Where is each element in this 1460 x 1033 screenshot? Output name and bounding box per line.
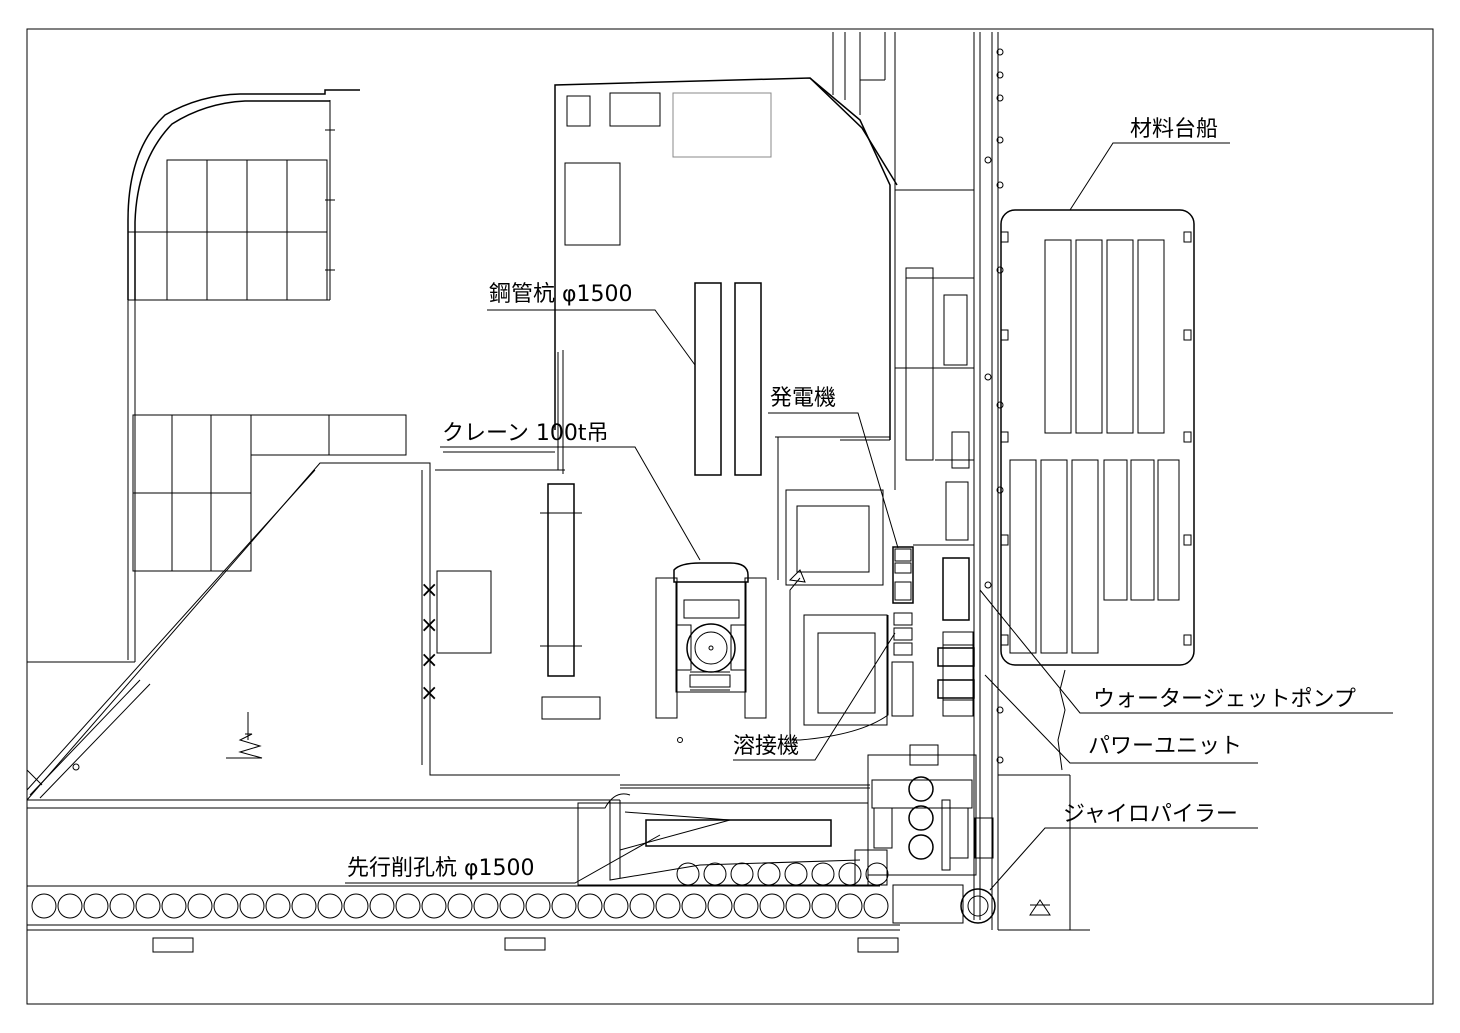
crane: [655, 562, 767, 719]
label-power-unit: パワーユニット: [1088, 734, 1242, 759]
upper-left-parking-area: [27, 89, 407, 663]
label-crane: クレーン 100t吊: [442, 421, 609, 446]
svg-text:×: ×: [420, 681, 438, 706]
label-gyro-piler: ジャイロパイラー: [1063, 802, 1238, 827]
central-site-area: [435, 77, 898, 720]
svg-text:×: ×: [420, 648, 438, 673]
label-welder: 溶接機: [733, 734, 799, 759]
svg-text:×: ×: [420, 578, 438, 603]
label-steel-pile: 鋼管杭 φ1500: [489, 282, 633, 307]
label-pre-bored-pile: 先行削孔杭 φ1500: [347, 856, 535, 881]
leader-lines: [345, 142, 1393, 891]
right-road-strip: [832, 32, 999, 930]
material-barge: [996, 48, 1195, 771]
gyro-piler-area: [854, 744, 1090, 931]
drawing-frame: [26, 28, 1434, 1005]
label-generator: 発電機: [770, 386, 836, 411]
generator-welder-area: [777, 436, 914, 741]
quay-area: [27, 784, 900, 953]
slope-area: × × × ×: [26, 462, 683, 801]
svg-text:×: ×: [420, 613, 438, 638]
label-barge: 材料台船: [1130, 117, 1218, 142]
label-water-jet-pump: ウォータージェットポンプ: [1093, 687, 1356, 712]
